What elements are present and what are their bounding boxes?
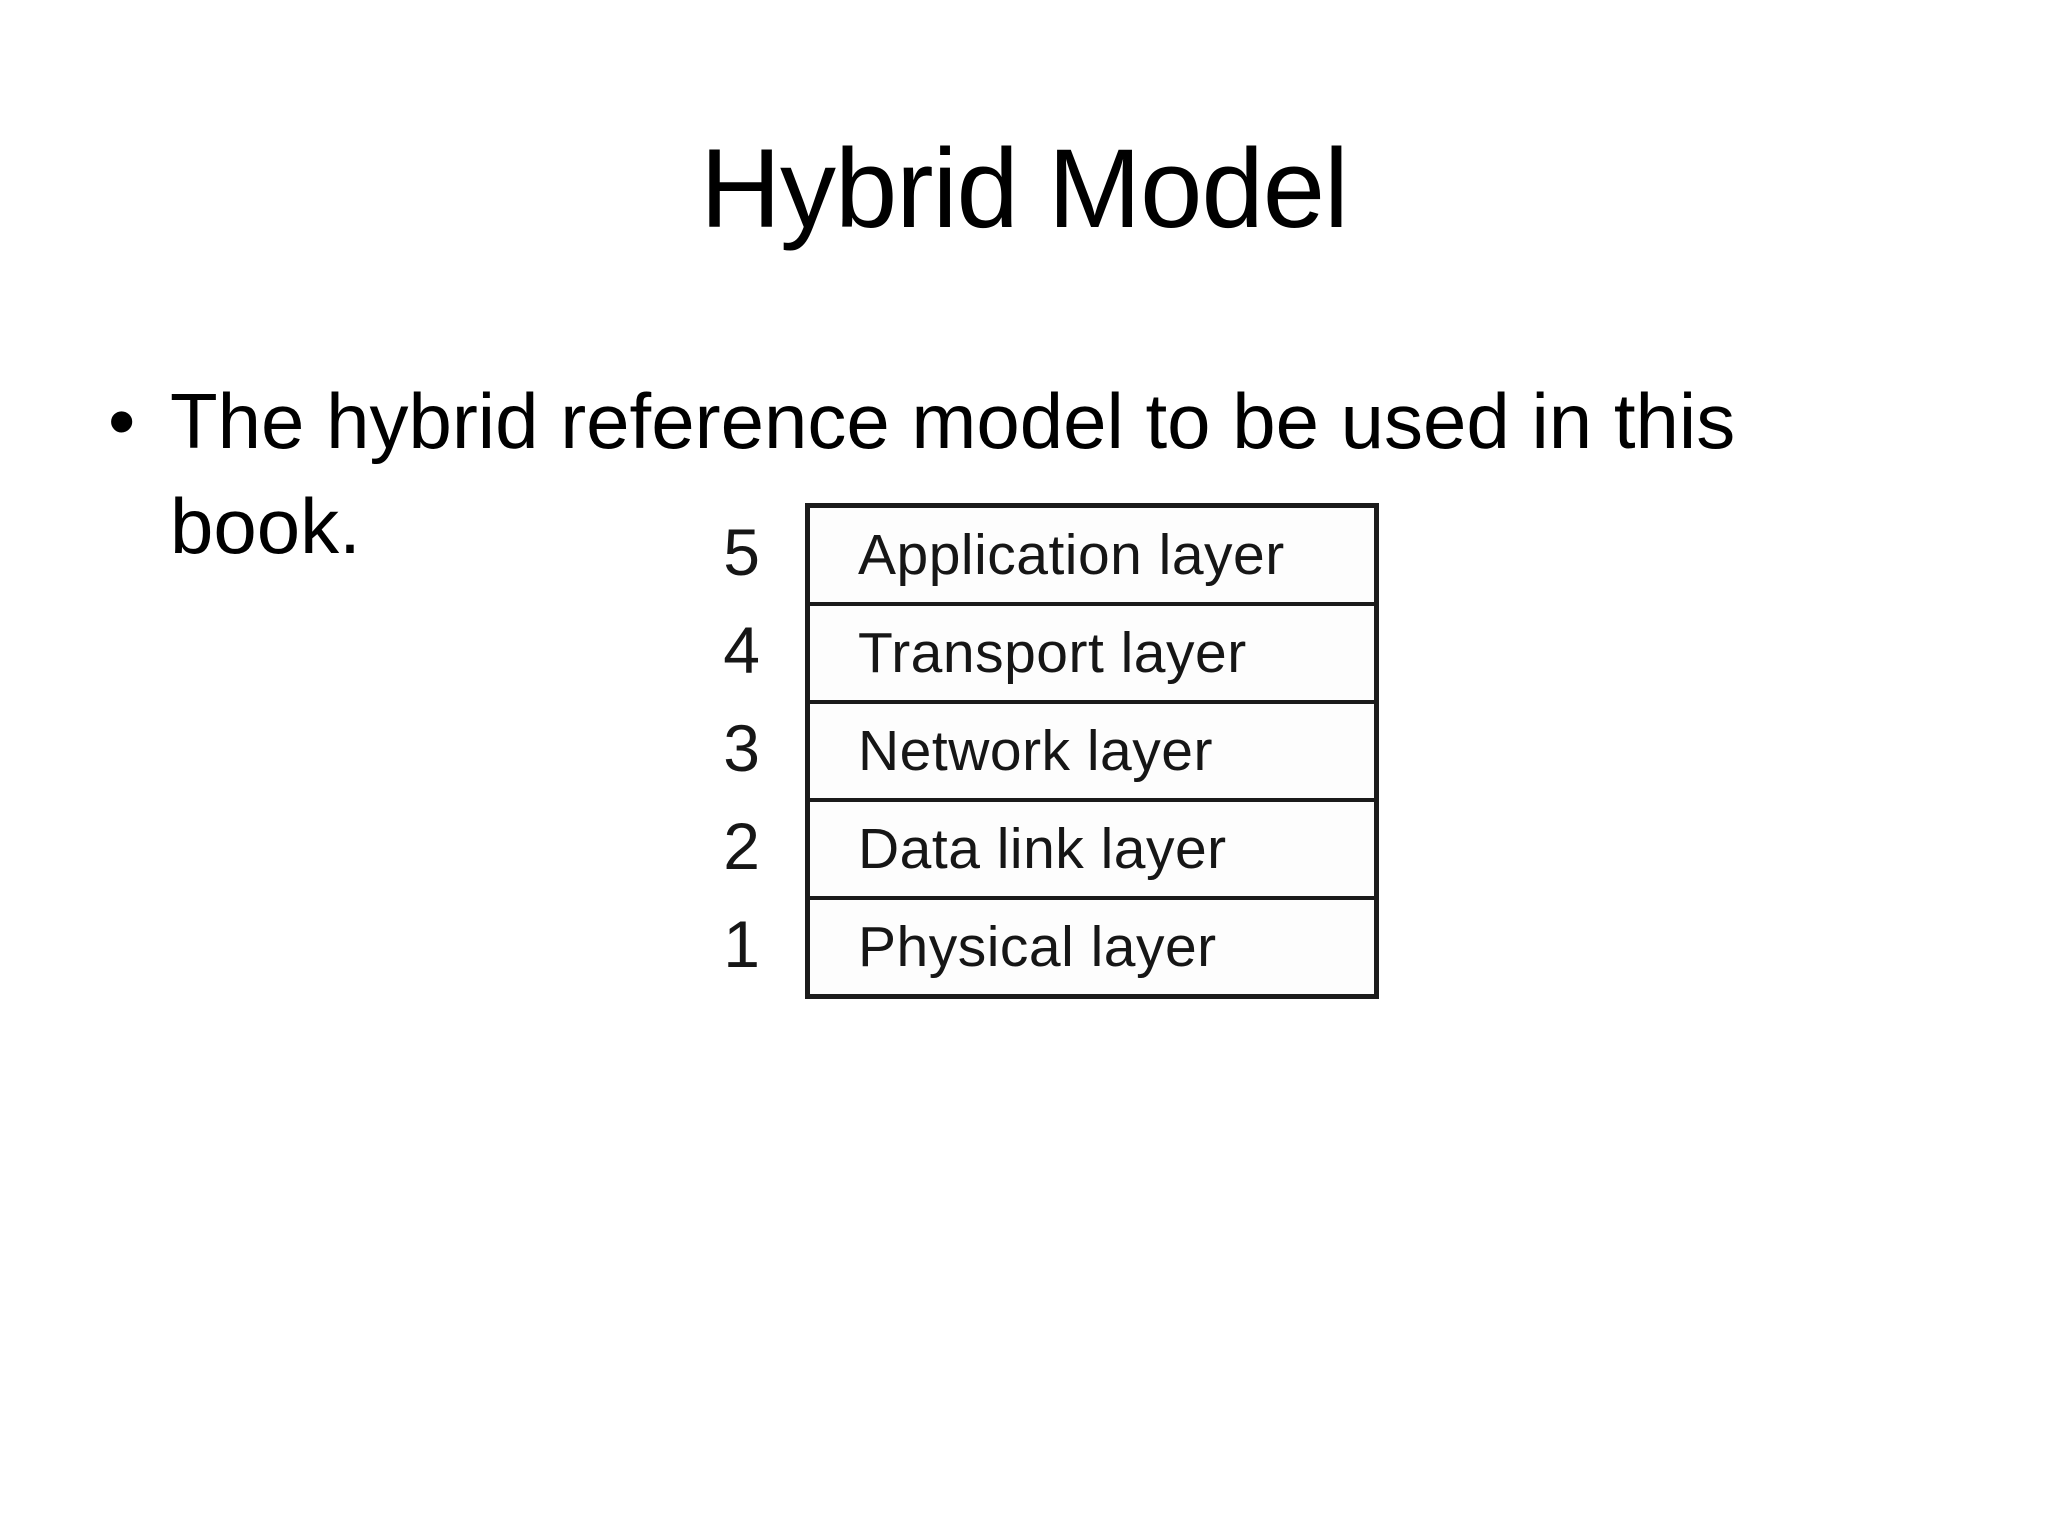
- layer-row-physical: Physical layer: [858, 915, 1217, 979]
- layer-number: 3: [723, 711, 760, 785]
- layer-number: 2: [723, 809, 760, 883]
- layer-row-network: Network layer: [810, 704, 1374, 802]
- bullet-item: • The hybrid reference model to be used …: [108, 369, 1735, 579]
- layer-row-transport: Transport layer: [810, 606, 1374, 704]
- layer-number: 4: [723, 613, 760, 687]
- layer-stack-box: Application layer Transport layer Networ…: [805, 503, 1379, 999]
- slide-title: Hybrid Model: [700, 126, 1349, 251]
- bullet-line-2: book.: [170, 482, 361, 570]
- layer-number-column: 5 4 3 2 1: [640, 503, 760, 993]
- bullet-text: The hybrid reference model to be used in…: [170, 369, 1735, 579]
- layer-row-application: Application layer: [810, 508, 1374, 606]
- layer-number: 5: [723, 515, 760, 589]
- layer-row-datalink: Data link layer: [810, 802, 1374, 900]
- bullet-marker: •: [108, 377, 136, 465]
- bullet-line-1: The hybrid reference model to be used in…: [170, 377, 1736, 465]
- layer-number: 1: [723, 907, 760, 981]
